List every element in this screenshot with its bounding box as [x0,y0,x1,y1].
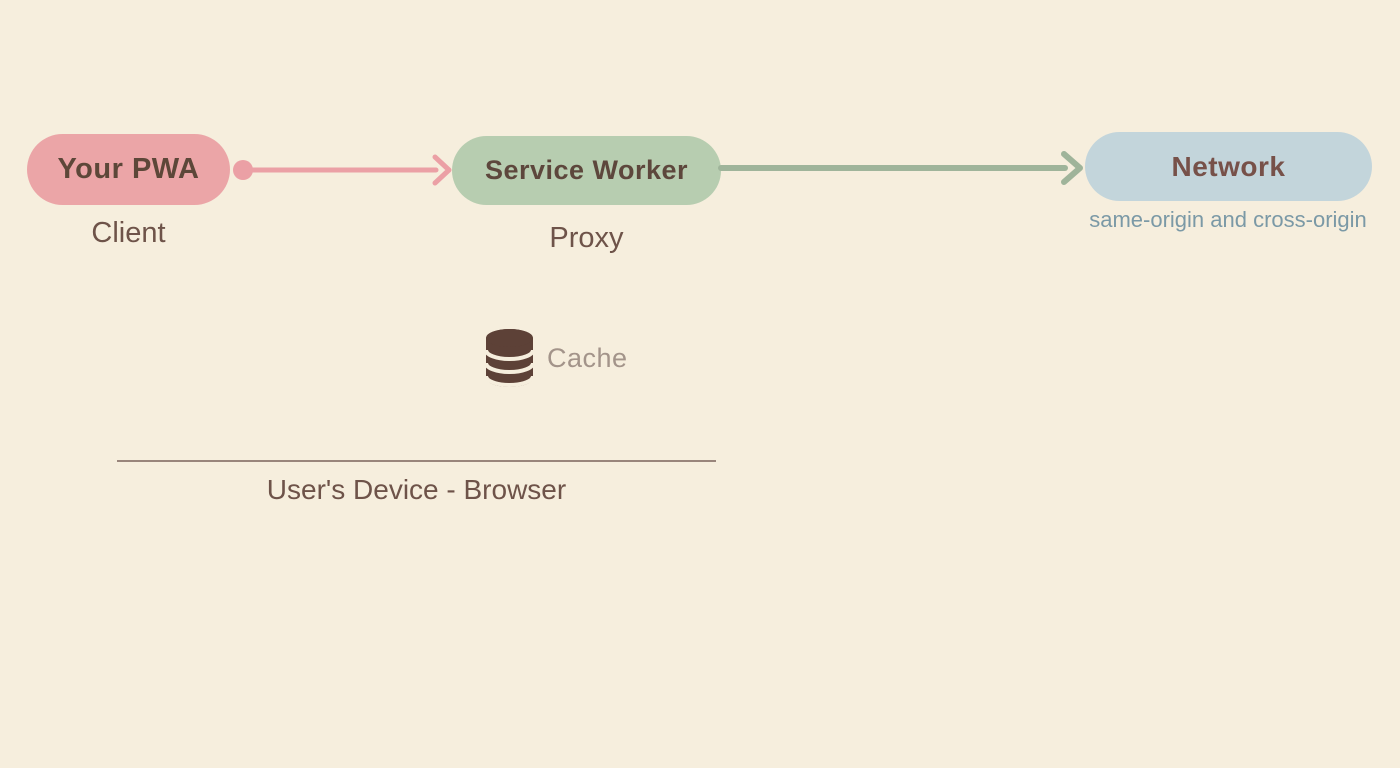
device-boundary-label: User's Device - Browser [266,474,567,505]
edge-pwa-to-service-worker-arrow [233,154,452,186]
node-network-sublabel: same-origin and cross-origin [1089,207,1367,232]
node-network-label: Network [1171,150,1286,182]
node-your-pwa: Your PWA [27,134,230,205]
node-service-worker-sublabel: Proxy [549,222,624,254]
cache-label: Cache [547,342,628,373]
node-your-pwa-label: Your PWA [57,153,200,185]
node-service-worker: Service Worker [452,136,721,205]
node-service-worker-label: Service Worker [484,155,689,185]
node-your-pwa-sublabel: Client [91,217,166,249]
node-network: Network [1085,132,1372,201]
device-boundary-line [117,460,716,462]
edge-service-worker-to-network-arrow [718,151,1083,185]
cache-group: Cache [486,329,628,387]
cache-database-icon [486,329,533,387]
